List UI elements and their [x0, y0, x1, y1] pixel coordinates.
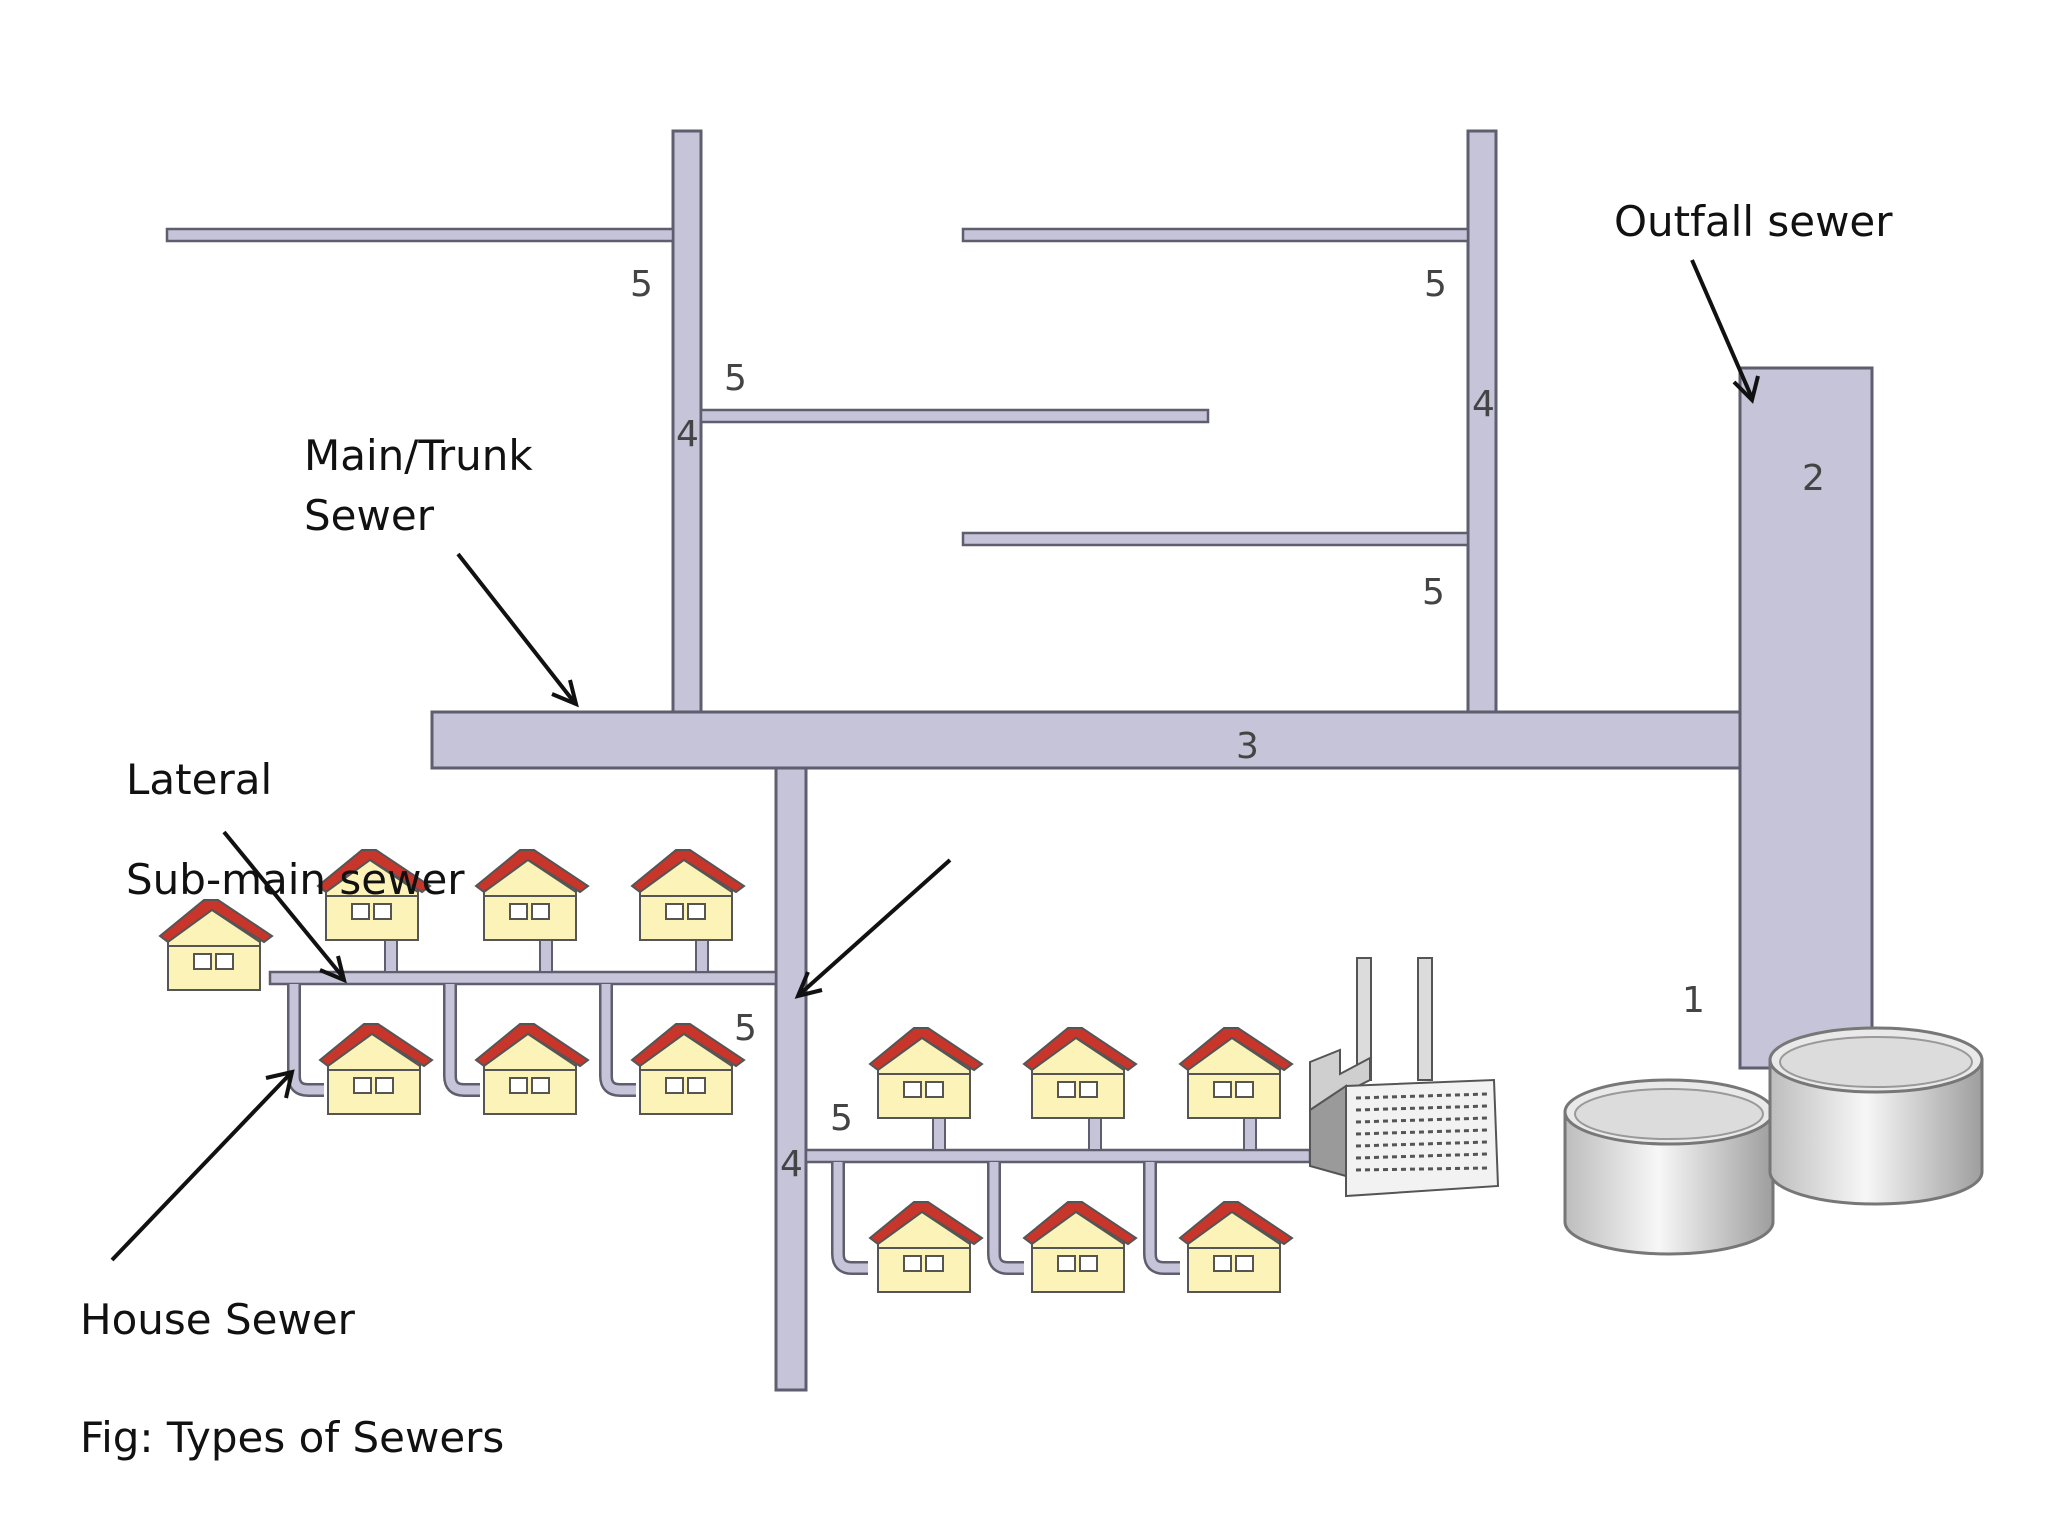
house — [1179, 1201, 1293, 1293]
lateral-lower-right — [961, 531, 1470, 547]
number-1: 1 — [1682, 980, 1705, 1021]
label-main-trunk-line1: Main/Trunk — [304, 431, 533, 480]
arrow-sub-main — [798, 858, 952, 996]
house — [475, 1023, 589, 1115]
house-group-right — [804, 1027, 1312, 1293]
upper-network — [165, 129, 1498, 719]
arrow-main-trunk — [456, 552, 576, 704]
house — [475, 849, 589, 941]
house — [1023, 1201, 1137, 1293]
arrow-house-sewer — [110, 1072, 292, 1262]
number-3: 3 — [1236, 726, 1259, 767]
treatment-tank-left — [1563, 1078, 1775, 1256]
label-sub-main-sewer: Sub-main sewer — [126, 855, 465, 904]
figure-caption: Fig: Types of Sewers — [80, 1413, 504, 1462]
submain-vertical-lower — [774, 766, 808, 1392]
number-4: 4 — [1472, 384, 1495, 425]
house — [319, 1023, 433, 1115]
arrow-lateral — [222, 830, 344, 978]
outfall-sewer-pipe — [1738, 366, 1874, 1070]
number-5: 5 — [830, 1098, 853, 1139]
number-4: 4 — [676, 414, 699, 455]
house — [159, 899, 273, 991]
label-outfall-sewer: Outfall sewer — [1614, 197, 1893, 246]
house — [869, 1201, 983, 1293]
lateral-left — [268, 970, 778, 986]
arrow-outfall — [1690, 259, 1754, 399]
lateral-top-left — [165, 227, 675, 243]
house — [631, 849, 745, 941]
house — [631, 1023, 745, 1115]
treatment-tank-right — [1768, 1026, 1984, 1206]
pipe-numbers: 5 5 4 5 4 5 2 3 1 5 5 4 — [630, 264, 1825, 1185]
labels: Outfall sewer Main/Trunk Sewer Lateral S… — [80, 197, 1893, 1462]
house — [1179, 1027, 1293, 1119]
house — [869, 1027, 983, 1119]
number-5: 5 — [724, 358, 747, 399]
label-house-sewer: House Sewer — [80, 1295, 356, 1344]
number-5: 5 — [734, 1008, 757, 1049]
number-4: 4 — [780, 1144, 803, 1185]
factory-icon — [1309, 957, 1500, 1198]
lateral-top-right — [961, 227, 1470, 243]
label-main-trunk-line2: Sewer — [304, 491, 435, 540]
number-2: 2 — [1802, 458, 1825, 499]
lateral-right — [804, 1148, 1312, 1164]
lateral-middle-left — [699, 408, 1210, 424]
house — [1023, 1027, 1137, 1119]
house-group-left — [159, 849, 778, 1115]
label-lateral: Lateral — [126, 755, 272, 804]
number-5: 5 — [630, 264, 653, 305]
annotation-arrows — [110, 259, 1760, 1262]
number-5: 5 — [1422, 572, 1445, 613]
number-5: 5 — [1424, 264, 1447, 305]
main-trunk-sewer-pipe — [430, 710, 1742, 770]
